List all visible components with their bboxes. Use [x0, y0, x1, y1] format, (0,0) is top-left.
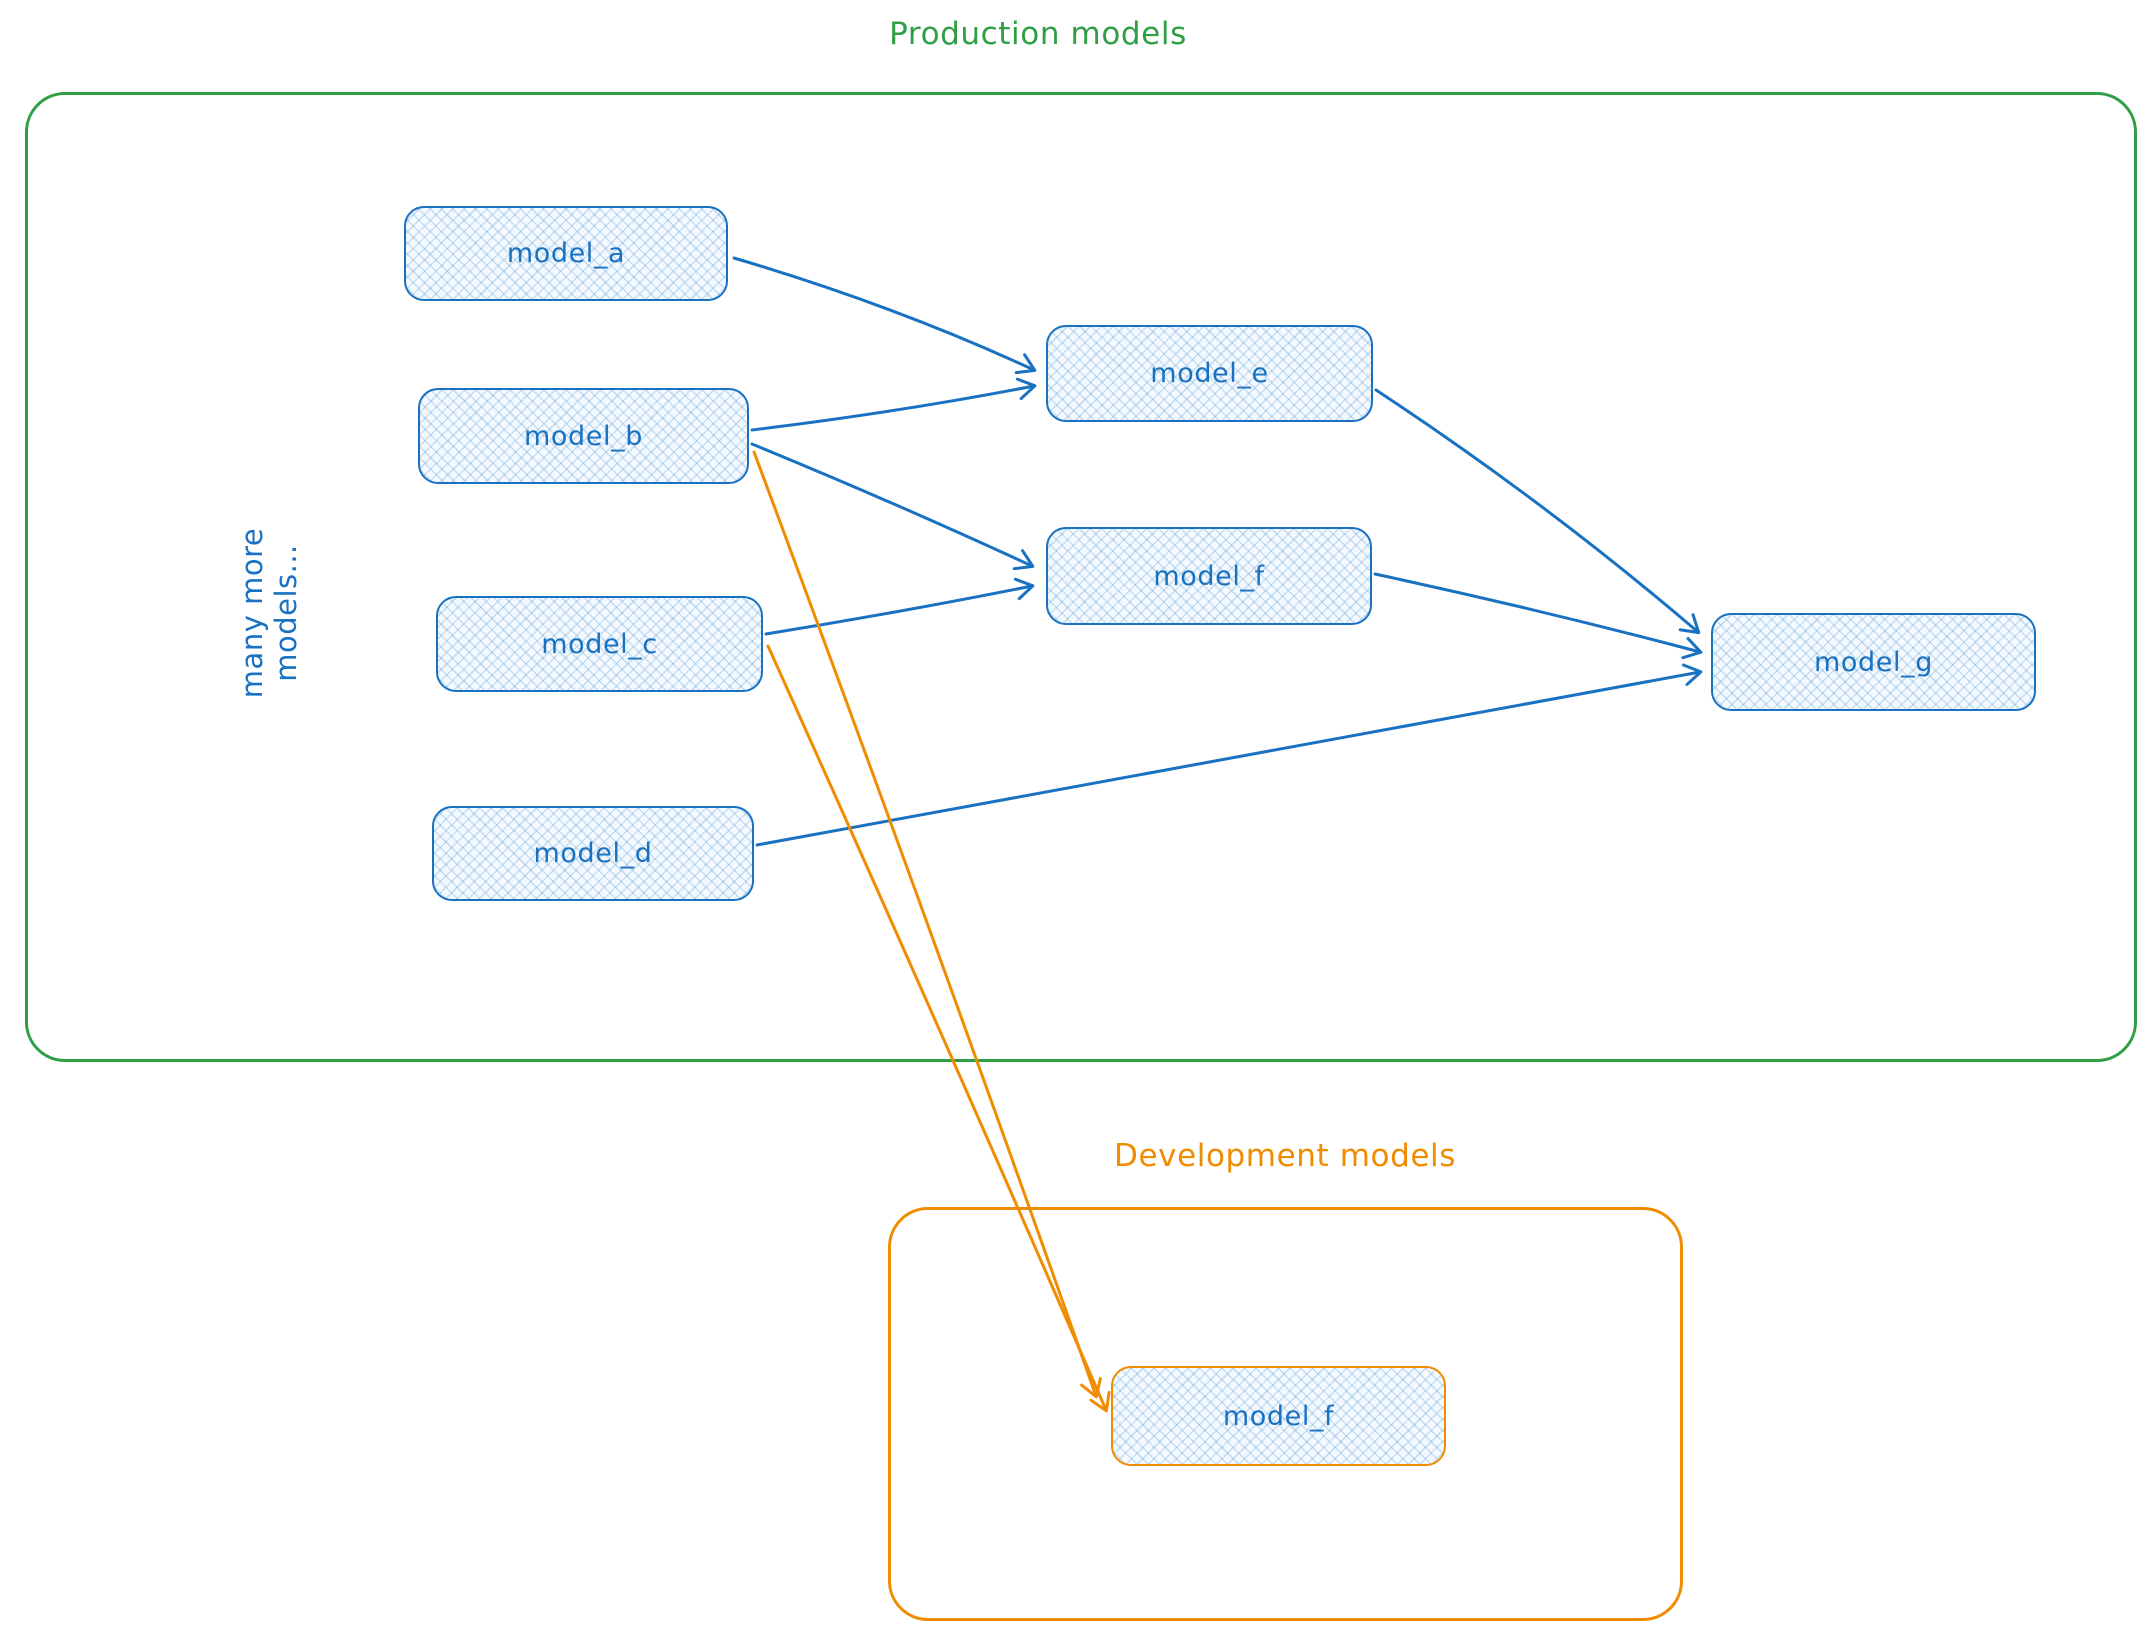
node-model-c-label: model_c	[541, 628, 658, 660]
node-model-f-label: model_f	[1153, 560, 1265, 592]
node-model-g-label: model_g	[1814, 646, 1933, 678]
development-group-container	[888, 1207, 1683, 1621]
node-model-d: model_d	[432, 806, 754, 901]
node-model-a: model_a	[404, 206, 728, 301]
node-model-e: model_e	[1046, 325, 1373, 422]
many-more-models-label: many more models...	[235, 527, 303, 699]
node-model-a-label: model_a	[506, 238, 626, 269]
production-group-title: Production models	[889, 16, 1187, 52]
node-model-g: model_g	[1711, 613, 2036, 711]
node-model-b: model_b	[418, 388, 749, 484]
node-model-c: model_c	[436, 596, 763, 692]
node-model-f: model_f	[1046, 527, 1372, 625]
node-model-e-label: model_e	[1150, 358, 1269, 389]
node-dev-model-f: model_f	[1111, 1366, 1446, 1466]
development-group-title: Development models	[1113, 1138, 1457, 1174]
node-model-d-label: model_d	[533, 838, 653, 869]
node-model-b-label: model_b	[524, 420, 643, 452]
node-dev-model-f-label: model_f	[1222, 1400, 1335, 1432]
